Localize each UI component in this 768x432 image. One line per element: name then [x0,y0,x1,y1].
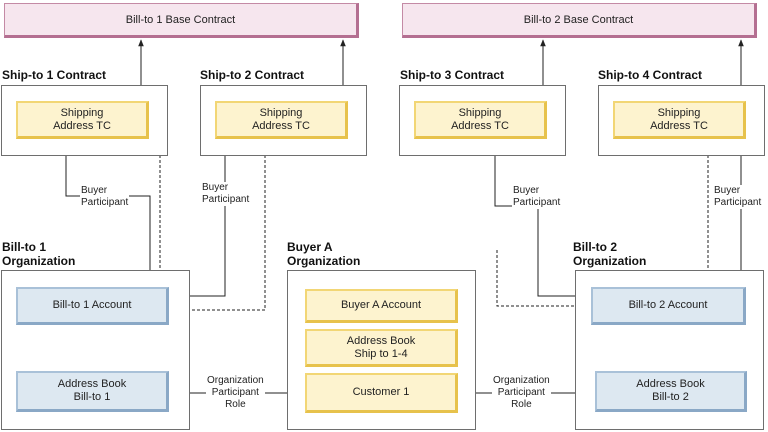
ship4-contract-title: Ship-to 4 Contract [598,68,702,82]
ship3-contract-title: Ship-to 3 Contract [400,68,504,82]
ship3-shipping-address-tc: Shipping Address TC [414,101,547,139]
ship4-shipping-address-tc: Shipping Address TC [613,101,746,139]
billto1-account: Bill-to 1 Account [16,287,169,325]
ship3-buyer-participant-line [494,155,575,297]
ship1-shipping-address-tc: Shipping Address TC [16,101,149,139]
ship2-buyer-participant-label: Buyer Participant [201,182,251,206]
ship2-contract-title: Ship-to 2 Contract [200,68,304,82]
billto2-account-label: Bill-to 2 Account [628,299,708,311]
ship1-contract-title: Ship-to 1 Contract [2,68,106,82]
billto1-account-label: Bill-to 1 Account [52,299,132,311]
billto2-participant-role-label: Organization Participant Role [492,375,551,411]
buyerA-organization-title: Buyer A Organization [287,240,361,268]
billto1-address-book: Address Book Bill-to 1 [16,371,169,412]
billto2-address-book: Address Book Bill-to 2 [595,371,747,412]
customer-1: Customer 1 [305,373,458,413]
billto1-base-contract-label: Bill-to 1 Base Contract [125,13,236,26]
ship1-buyer-participant-label: Buyer Participant [80,185,130,209]
billto2-base-contract: Bill-to 2 Base Contract [402,3,757,38]
customer-1-label: Customer 1 [352,386,410,398]
buyerA-address-book: Address Book Ship to 1-4 [305,329,458,367]
billto2-base-contract-label: Bill-to 2 Base Contract [523,13,634,26]
ship2-buyer-participant-line [190,155,226,297]
ship3-to-billto2-account-dashed-arrow [496,250,591,309]
buyerA-account-label: Buyer A Account [340,299,422,311]
ship4-buyer-participant-label: Buyer Participant [713,185,763,209]
billto2-organization-title: Bill-to 2 Organization [573,240,647,268]
billto1-base-contract: Bill-to 1 Base Contract [4,3,359,38]
billto1-organization-title: Bill-to 1 Organization [2,240,76,268]
billto1-participant-role-label: Organization Participant Role [206,375,265,411]
ship1-buyer-participant-line [65,155,151,270]
billto2-account: Bill-to 2 Account [591,287,746,325]
ship3-buyer-participant-label: Buyer Participant [512,185,562,209]
ship2-shipping-address-tc: Shipping Address TC [215,101,348,139]
ship2-to-billto1-account-dashed-arrow [171,155,266,313]
buyerA-account: Buyer A Account [305,289,458,323]
